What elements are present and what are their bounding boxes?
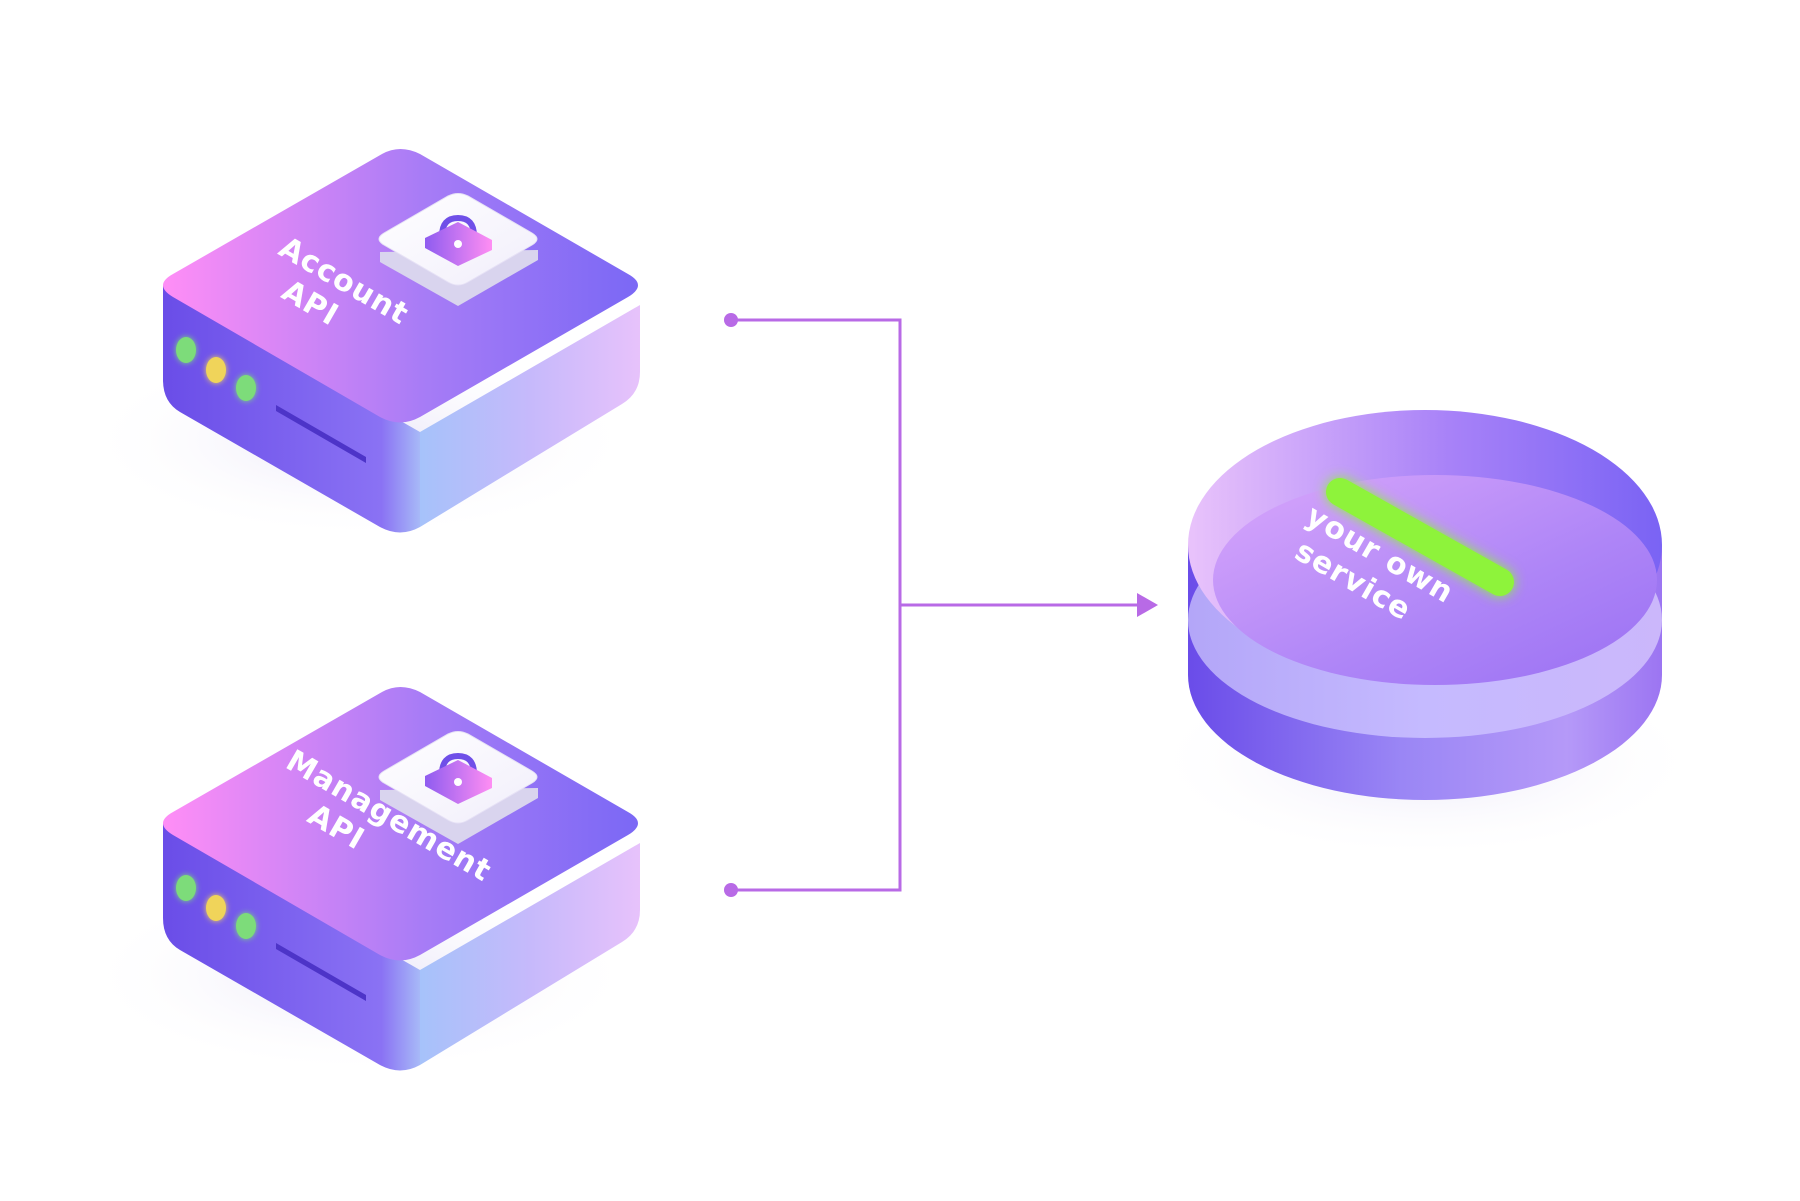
lock-keyhole [454, 778, 462, 786]
led-green-icon [236, 913, 256, 939]
lock-icon [425, 214, 492, 266]
server-left-side [163, 823, 420, 1071]
status-bar [1326, 478, 1514, 596]
status-bar-icon [1326, 478, 1514, 596]
led-green-icon [236, 375, 256, 401]
led-yellow-icon [206, 357, 226, 383]
led-yellow-icon [206, 895, 226, 921]
lock-shackle [439, 214, 477, 237]
server-top-face [163, 687, 638, 961]
lock-icon [425, 752, 492, 804]
service-top-face [1213, 475, 1657, 685]
lock-badge [378, 193, 538, 306]
lock-keyhole [454, 240, 462, 248]
management-api-server: Management API [80, 687, 640, 1075]
own-service-node: your own service [1145, 410, 1705, 860]
led-green-icon [176, 875, 196, 901]
server-top-face [163, 149, 638, 423]
lock-shackle [439, 752, 477, 775]
server-right-side [420, 305, 640, 527]
server-right-side [420, 843, 640, 1065]
connector [724, 313, 1158, 897]
drive-slot [276, 943, 366, 1001]
drive-slot [276, 405, 366, 463]
arrow-head-icon [1137, 593, 1158, 617]
server-left-side [163, 285, 420, 533]
account-api-server: Account API [80, 149, 640, 540]
led-green-icon [176, 337, 196, 363]
lock-badge [378, 731, 538, 844]
connector-bracket [731, 318, 902, 892]
